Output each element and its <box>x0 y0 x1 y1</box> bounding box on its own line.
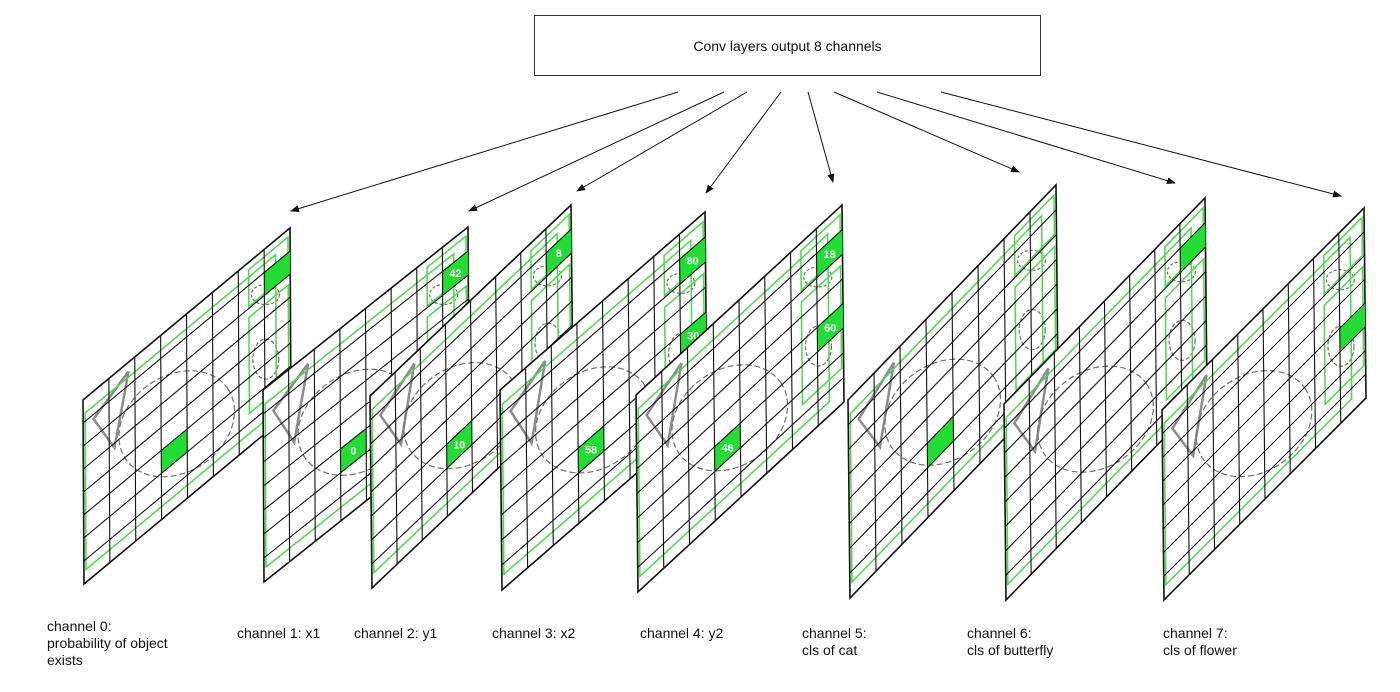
caption-line-1: channel 4: y2 <box>640 625 724 641</box>
grid-lines <box>1161 231 1367 577</box>
caption-channel-1: channel 1: x1 <box>237 625 320 642</box>
header-box: Conv layers output 8 channels <box>534 15 1041 76</box>
cell-value: 58 <box>585 445 597 457</box>
highlight-cell <box>714 423 741 472</box>
butterfly-box <box>1013 193 1056 278</box>
caption-line-1: channel 7: <box>1163 625 1228 641</box>
caption-line-2: cls of flower <box>1163 642 1237 658</box>
highlight-cell <box>816 229 843 278</box>
highlight-cell <box>446 420 472 469</box>
flower-box <box>1014 244 1057 393</box>
arrow-line <box>876 91 1176 185</box>
grid-lines <box>847 209 1059 574</box>
caption-line-1: channel 1: x1 <box>237 625 321 641</box>
caption-line-2: cls of butterfly <box>967 642 1054 658</box>
cell-value: 46 <box>721 442 733 454</box>
highlight-cell <box>340 428 367 473</box>
channel-panel-6 <box>1003 196 1208 602</box>
caption-channel-2: channel 2: y1 <box>354 625 437 642</box>
cell-value: 60 <box>824 323 836 335</box>
arrow-line <box>290 91 679 212</box>
caption-line-2: probability of object <box>47 635 168 651</box>
grid-lines <box>1003 222 1208 576</box>
flower-box <box>1164 257 1206 402</box>
highlight-cell <box>578 426 604 474</box>
butterfly-box <box>1322 215 1364 296</box>
channel-panel-0 <box>82 226 292 586</box>
channel-panel-7 <box>1161 206 1367 602</box>
caption-channel-6: channel 6: cls of butterfly <box>967 625 1053 659</box>
cell-value: 42 <box>449 268 461 280</box>
caption-line-3: exists <box>47 652 83 668</box>
cell-value: 8 <box>556 248 562 260</box>
caption-channel-3: channel 3: x2 <box>492 625 575 642</box>
highlight-cell <box>161 429 188 474</box>
highlight-cell <box>264 251 291 296</box>
highlight-cell <box>927 416 954 468</box>
highlight-cell <box>1339 303 1366 352</box>
grid-lines <box>635 228 845 569</box>
header-title: Conv layers output 8 channels <box>693 37 882 54</box>
caption-channel-5: channel 5: cls of cat <box>802 625 867 659</box>
arrow-line <box>833 91 1020 173</box>
arrow-line <box>940 91 1342 198</box>
grid-lines <box>82 249 292 563</box>
caption-line-2: cls of cat <box>802 642 858 658</box>
arrow-line <box>576 91 748 192</box>
caption-line-1: channel 2: y1 <box>354 625 438 641</box>
cell-value: 0 <box>350 446 356 458</box>
caption-channel-4: channel 4: y2 <box>640 625 723 642</box>
caption-line-1: channel 5: <box>802 625 867 641</box>
flower-box <box>800 264 843 407</box>
highlight-cell <box>1180 222 1206 273</box>
channel-panel-4: 46 60 18 <box>635 203 845 594</box>
caption-channel-7: channel 7: cls of flower <box>1163 625 1237 659</box>
arrow-line <box>807 91 835 183</box>
highlight-cell <box>817 303 844 352</box>
cell-value: 10 <box>453 439 465 451</box>
caption-line-1: channel 6: <box>967 625 1032 641</box>
cell-value: 18 <box>823 249 835 261</box>
cell-value: 80 <box>686 256 698 268</box>
arrow-line <box>705 91 782 194</box>
caption-line-1: channel 0: <box>47 618 112 634</box>
highlight-cell <box>679 237 706 285</box>
sketch-drawing <box>1170 269 1355 478</box>
flower-box <box>1323 265 1365 406</box>
caption-line-1: channel 3: x2 <box>492 625 576 641</box>
highlight-cell <box>546 229 572 277</box>
sketch-drawing <box>857 249 1047 466</box>
channel-panel-5 <box>847 183 1059 600</box>
caption-channel-0: channel 0: probability of object exists <box>47 618 168 669</box>
highlight-cell <box>442 251 469 296</box>
arrow-line <box>468 91 725 212</box>
